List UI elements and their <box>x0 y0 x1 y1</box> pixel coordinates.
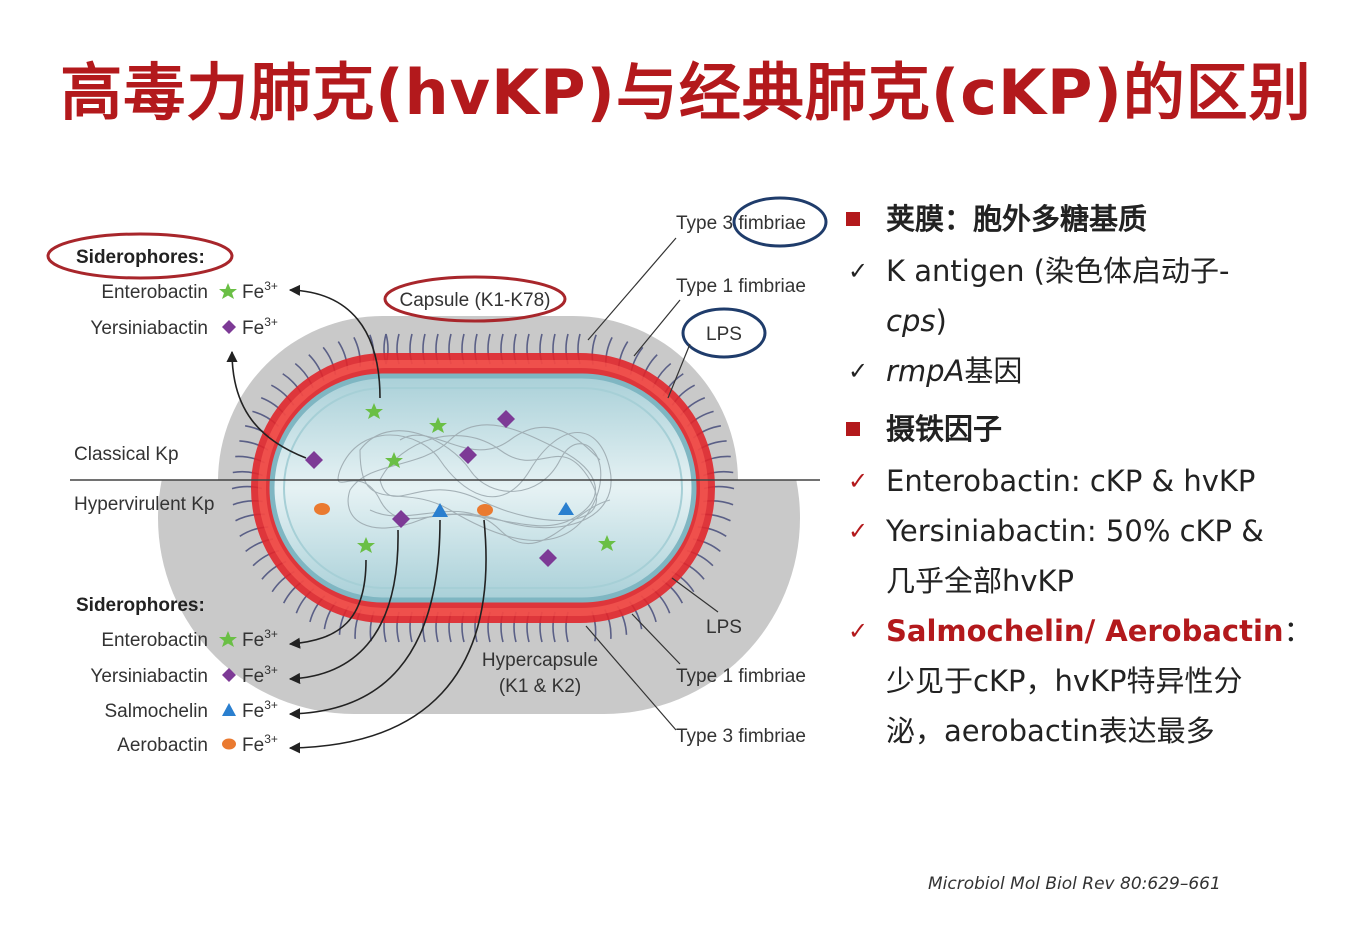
sid-bot-enterobactin: Enterobactin <box>101 630 208 651</box>
check-icon: ✓ <box>848 456 868 506</box>
bullet-siderophore-heading: 摄铁因子 <box>846 406 1346 456</box>
label-type1-fimbriae-top: Type 1 fimbriae <box>676 276 806 297</box>
fe-label: Fe3+ <box>242 698 278 722</box>
oval-icon <box>314 503 330 515</box>
diamond-icon <box>222 320 236 334</box>
bullet-list: 荚膜：胞外多糖基质 ✓K antigen (染色体启动子-cps) ✓rmpA基… <box>846 196 1346 756</box>
star-icon <box>219 283 237 299</box>
check-icon: ✓ <box>848 246 868 296</box>
bullet-yersiniabactin: ✓Yersiniabactin: 50% cKP &几乎全部hvKP <box>846 506 1346 606</box>
bullet-salmochelin-aerobactin: ✓Salmochelin/ Aerobactin：少见于cKP，hvKP特异性分… <box>846 606 1346 756</box>
bacterial-cell <box>272 376 694 600</box>
label-type3-fimbriae-top: Type 3 fimbriae <box>676 213 806 234</box>
sid-bot-salmochelin: Salmochelin <box>105 701 209 722</box>
citation: Microbiol Mol Biol Rev 80:629–661 <box>928 874 1221 894</box>
siderophores-heading-top: Siderophores: <box>76 247 205 268</box>
hypercapsule-label: Hypercapsule <box>482 650 598 671</box>
square-bullet-icon <box>846 212 860 226</box>
bullet-enterobactin: ✓Enterobactin: cKP & hvKP <box>846 456 1346 506</box>
hypervirulent-kp-label: Hypervirulent Kp <box>74 494 214 515</box>
oval-icon <box>477 504 493 516</box>
classical-kp-label: Classical Kp <box>74 444 179 465</box>
check-icon: ✓ <box>848 506 868 556</box>
fe-label: Fe3+ <box>242 732 278 756</box>
bullet-rmpa: ✓rmpA基因 <box>846 346 1346 396</box>
siderophores-heading-bottom: Siderophores: <box>76 595 205 616</box>
triangle-icon <box>222 703 236 716</box>
check-icon: ✓ <box>848 346 868 396</box>
label-lps-top: LPS <box>706 324 742 345</box>
sid-bot-aerobactin: Aerobactin <box>117 735 208 756</box>
bullet-k-antigen: ✓K antigen (染色体启动子-cps) <box>846 246 1346 346</box>
square-bullet-icon <box>846 422 860 436</box>
label-type3-fimbriae-bottom: Type 3 fimbriae <box>676 726 806 747</box>
oval-icon <box>222 739 236 750</box>
bullet-capsule-heading: 荚膜：胞外多糖基质 <box>846 196 1346 246</box>
label-lps-bottom: LPS <box>706 617 742 638</box>
hypercapsule-sublabel: (K1 & K2) <box>499 676 581 697</box>
klebsiella-diagram: Classical Kp Hypervirulent Kp Siderophor… <box>0 190 840 770</box>
label-type1-fimbriae-bottom: Type 1 fimbriae <box>676 666 806 687</box>
check-icon: ✓ <box>848 606 868 656</box>
slide-title: 高毒力肺克(hvKP)与经典肺克(cKP)的区别 <box>0 42 1372 132</box>
capsule-label: Capsule (K1-K78) <box>399 290 550 311</box>
fe-label: Fe3+ <box>242 315 278 339</box>
sid-top-yersiniabactin: Yersiniabactin <box>90 318 208 339</box>
fe-label: Fe3+ <box>242 279 278 303</box>
sid-top-enterobactin: Enterobactin <box>101 282 208 303</box>
sid-bot-yersiniabactin: Yersiniabactin <box>90 666 208 687</box>
